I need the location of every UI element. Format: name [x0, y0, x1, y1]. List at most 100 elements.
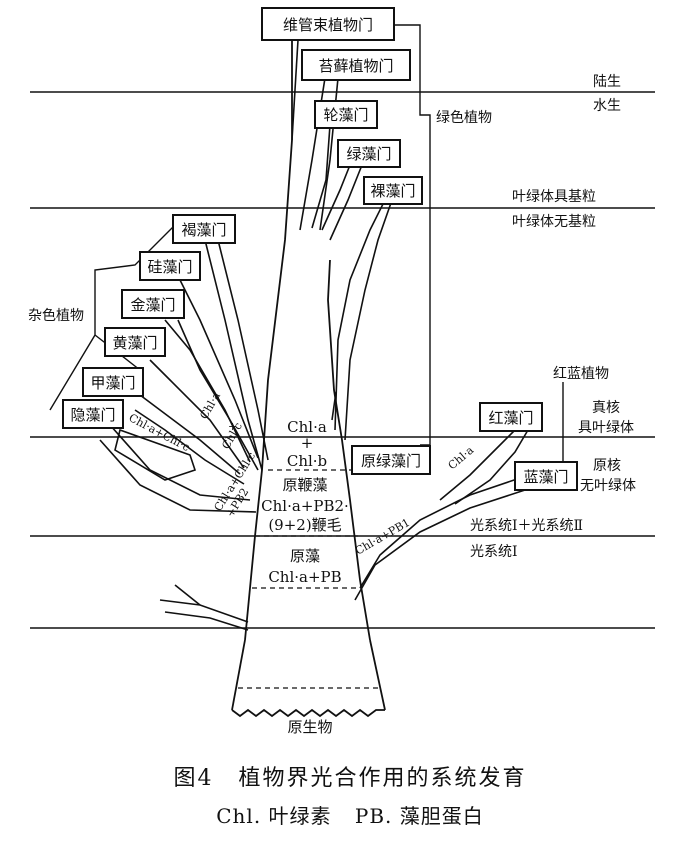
phylum-labels: 维管束植物门 苔藓植物门 轮藻门 绿藻门 裸藻门 褐藻门 硅藻门 金藻门 黄藻门… — [70, 16, 568, 486]
branch-chryso — [164, 319, 251, 463]
trunk-flagella: (9+2)鞭毛 — [268, 516, 341, 534]
trunk-base-right — [369, 639, 386, 711]
label-cyanophyta: 蓝藻门 — [523, 468, 568, 486]
branch-crypto — [109, 424, 251, 501]
branch-phaeophyta-2 — [217, 239, 269, 461]
branch-xantho — [149, 359, 245, 469]
trunk-proto-flagellate: 原鞭藻 — [282, 476, 327, 494]
crypto-loop — [114, 428, 197, 481]
caption-abbr-chl: Chl. 叶绿素 — [216, 804, 332, 828]
label-prokaryote: 原核 — [593, 458, 621, 474]
branch-euglena — [334, 199, 386, 431]
label-photosystems-both: 光系统Ⅰ＋光系统Ⅱ — [470, 518, 583, 534]
trunk-base-left — [231, 639, 246, 711]
trunk-chl-a: Chl·a — [287, 418, 327, 436]
box-pyrrophyta — [82, 367, 144, 397]
label-terrestrial: 陆生 — [593, 74, 621, 90]
label-no-chloroplast: 无叶绿体 — [580, 478, 636, 494]
box-euglenophyta — [363, 176, 423, 205]
root-left — [159, 599, 249, 623]
label-pyrrophyta: 甲藻门 — [90, 374, 135, 392]
label-mixed-plants: 杂色植物 — [28, 307, 84, 324]
trunk-plus: + — [301, 434, 314, 452]
caption-title: 植物界光合作用的系统发育 — [238, 766, 527, 791]
branch-euglena-2 — [344, 199, 393, 441]
branch-phaeophyta — [204, 239, 263, 471]
label-photosystem-one: 光系统Ⅰ — [470, 544, 518, 560]
euglena-arrow — [331, 391, 337, 421]
trunk-dashed-lines — [238, 469, 382, 689]
label-aquatic: 水生 — [593, 98, 621, 114]
caption-abbr-pb: PB. 藻胆蛋白 — [354, 804, 484, 828]
branch-chlorophyta-2 — [329, 164, 363, 241]
group-labels: 绿色植物 杂色植物 红蓝植物 — [28, 109, 609, 382]
label-xanthophyta: 黄藻门 — [112, 334, 157, 352]
label-redblue-plants: 红蓝植物 — [553, 366, 609, 382]
green-bracket — [395, 24, 431, 446]
branch-pyrro-2 — [134, 409, 245, 485]
label-chlorophyta: 绿藻门 — [346, 145, 391, 163]
trunk-base-edge — [231, 708, 385, 718]
box-cyanophyta — [514, 461, 578, 491]
label-phaeophyta: 褐藻门 — [181, 221, 226, 239]
branch-charophyta — [311, 124, 331, 229]
label-bacillariophyta: 硅藻门 — [147, 258, 192, 276]
branch-diatom — [179, 279, 259, 459]
trunk-protist: 原生物 — [287, 718, 332, 736]
box-bacillariophyta — [139, 251, 201, 281]
label-chrysophyta: 金藻门 — [130, 296, 175, 314]
box-charophyta — [314, 100, 378, 129]
branch-chlorophyta — [321, 164, 351, 231]
box-rhodophyta — [479, 402, 543, 432]
label-euglenophyta: 裸藻门 — [370, 182, 415, 200]
box-vascular — [261, 7, 395, 41]
box-cryptophyta — [62, 399, 124, 429]
label-vascular: 维管束植物门 — [283, 16, 373, 34]
branch-vascular — [291, 39, 299, 141]
mixed-branches — [99, 239, 269, 513]
label-has-chloroplast: 具叶绿体 — [578, 420, 634, 436]
redblue-branches — [159, 429, 529, 631]
branch-label-chl-c: Chl·c — [219, 420, 245, 451]
branch-label-plus: + — [228, 420, 237, 433]
label-eukaryote: 真核 — [592, 400, 620, 416]
label-grana-absent: 叶绿体无基粒 — [512, 213, 596, 230]
figure-caption-title: 图4 植物界光合作用的系统发育 — [0, 760, 700, 792]
trunk-alga-pigments: Chl·a+PB — [268, 568, 341, 586]
branch-red-root-2 — [354, 489, 526, 601]
label-grana-present: 叶绿体具基粒 — [512, 188, 596, 205]
division-lines — [30, 91, 655, 629]
trunk-proto-alga: 原藻 — [290, 547, 320, 565]
label-cryptophyta: 隐藻门 — [70, 406, 115, 424]
branch-crypto-2 — [99, 439, 257, 513]
label-green-plants: 绿色植物 — [436, 109, 492, 126]
phylum-boxes — [62, 7, 578, 491]
division-labels: 陆生 水生 叶绿体具基粒 叶绿体无基粒 真核 具叶绿体 原核 无叶绿体 光系统Ⅰ… — [470, 74, 636, 560]
trunk-right-outline — [327, 259, 371, 641]
label-rhodophyta: 红藻门 — [488, 409, 533, 427]
trunk-flagellate-pigments: Chl·a+PB2· — [261, 497, 349, 515]
caption-fig-no: 图4 — [173, 766, 214, 791]
box-chlorophyta — [337, 139, 401, 168]
branch-label-crypto: Chl·a+Chl·c — [127, 411, 192, 454]
trunk-labels: Chl·a + Chl·b 原鞭藻 Chl·a+PB2· (9+2)鞭毛 原藻 … — [261, 418, 349, 736]
box-phaeophyta — [172, 214, 236, 244]
root-left-3 — [164, 611, 249, 631]
label-bryophyta: 苔藓植物门 — [318, 57, 393, 75]
green-branches — [291, 39, 393, 441]
label-charophyta: 轮藻门 — [323, 106, 368, 124]
branch-label-chl-a: Chl·a — [197, 389, 223, 421]
branch-rhodophyta-2 — [454, 429, 529, 505]
box-bryophyta — [301, 49, 411, 81]
branch-pyrro — [139, 394, 241, 475]
box-prochlorophyta — [351, 445, 431, 475]
branch-label-red: Chl·a — [446, 443, 477, 472]
label-prochlorophyta: 原绿藻门 — [361, 452, 421, 470]
box-chrysophyta — [121, 289, 185, 319]
trunk-left-outline — [244, 40, 293, 641]
branch-red-root — [359, 477, 521, 589]
root-left-2 — [174, 584, 201, 606]
branch-chryso-2 — [177, 319, 259, 471]
branch-rhodophyta — [439, 429, 516, 501]
